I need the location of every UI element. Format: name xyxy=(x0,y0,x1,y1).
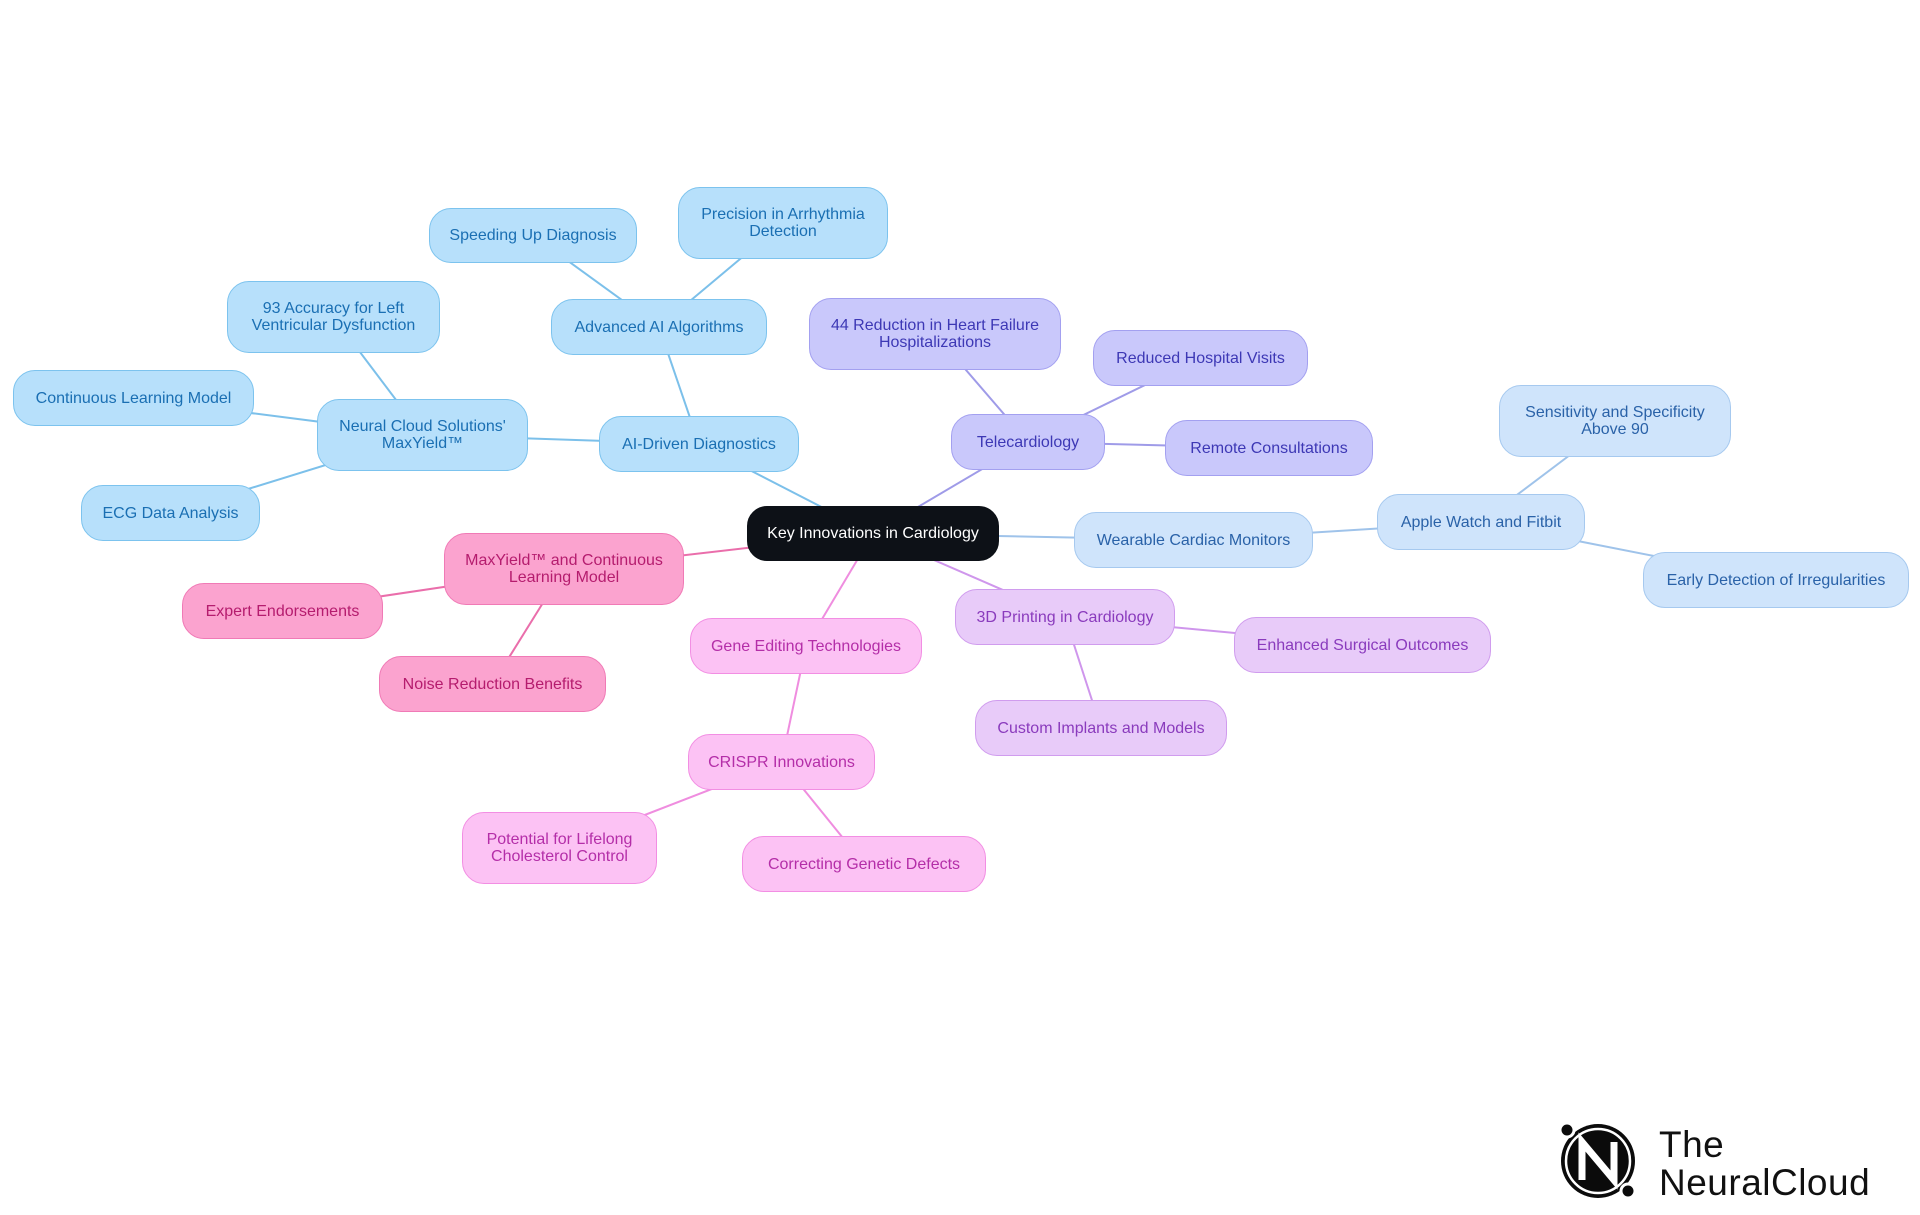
node-crispr-innovations[interactable]: CRISPR Innovations xyxy=(688,734,875,790)
node-continuous-learning-model[interactable]: Continuous Learning Model xyxy=(13,370,254,426)
neuralcloud-logo-icon xyxy=(1558,1121,1637,1200)
neuralcloud-logo: The NeuralCloud xyxy=(1555,1118,1885,1204)
node-potential-for-lifelong-cholesterol-control[interactable]: Potential for Lifelong Cholesterol Contr… xyxy=(462,812,657,884)
node-apple-watch-and-fitbit[interactable]: Apple Watch and Fitbit xyxy=(1377,494,1585,550)
node-sensitivity-and-specificity[interactable]: Sensitivity and Specificity Above 90 xyxy=(1499,385,1731,457)
node-neural-cloud-maxyield[interactable]: Neural Cloud Solutions' MaxYield™ xyxy=(317,399,528,471)
node-expert-endorsements[interactable]: Expert Endorsements xyxy=(182,583,383,639)
node-remote-consultations[interactable]: Remote Consultations xyxy=(1165,420,1373,476)
node-precision-in-arrhythmia-detection[interactable]: Precision in Arrhythmia Detection xyxy=(678,187,888,259)
node-ecg-data-analysis[interactable]: ECG Data Analysis xyxy=(81,485,260,541)
neuralcloud-wordmark: The NeuralCloud xyxy=(1659,1126,1870,1202)
node-maxyield-and-continuous-learning-model[interactable]: MaxYield™ and Continuous Learning Model xyxy=(444,533,684,605)
node-speeding-up-diagnosis[interactable]: Speeding Up Diagnosis xyxy=(429,208,637,263)
node-noise-reduction-benefits[interactable]: Noise Reduction Benefits xyxy=(379,656,606,712)
root-node[interactable]: Key Innovations in Cardiology xyxy=(747,506,999,561)
node-enhanced-surgical-outcomes[interactable]: Enhanced Surgical Outcomes xyxy=(1234,617,1491,673)
node-reduced-hospital-visits[interactable]: Reduced Hospital Visits xyxy=(1093,330,1308,386)
node-gene-editing-technologies[interactable]: Gene Editing Technologies xyxy=(690,618,922,674)
node-wearable-cardiac-monitors[interactable]: Wearable Cardiac Monitors xyxy=(1074,512,1313,568)
node-44-reduction[interactable]: 44 Reduction in Heart Failure Hospitaliz… xyxy=(809,298,1061,370)
node-93-accuracy[interactable]: 93 Accuracy for Left Ventricular Dysfunc… xyxy=(227,281,440,353)
logo-text-line1: The xyxy=(1659,1124,1725,1165)
node-custom-implants-and-models[interactable]: Custom Implants and Models xyxy=(975,700,1227,756)
node-early-detection-of-irregularities[interactable]: Early Detection of Irregularities xyxy=(1643,552,1909,608)
node-ai-driven-diagnostics[interactable]: AI-Driven Diagnostics xyxy=(599,416,799,472)
node-telecardiology[interactable]: Telecardiology xyxy=(951,414,1105,470)
node-advanced-ai-algorithms[interactable]: Advanced AI Algorithms xyxy=(551,299,767,355)
node-correcting-genetic-defects[interactable]: Correcting Genetic Defects xyxy=(742,836,986,892)
logo-text-line2: NeuralCloud xyxy=(1659,1162,1871,1203)
node-3d-printing-in-cardiology[interactable]: 3D Printing in Cardiology xyxy=(955,589,1175,645)
